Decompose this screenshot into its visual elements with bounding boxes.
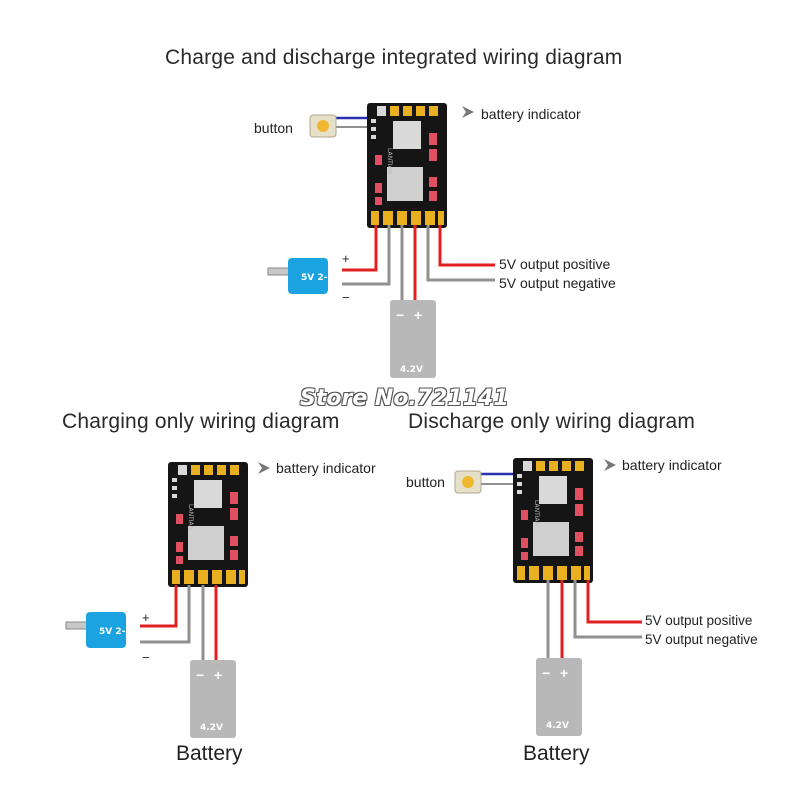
battery-indicator-label: battery indicator [276, 460, 376, 476]
button-label: button [406, 474, 445, 490]
adapter-plus: + [342, 251, 350, 266]
board-module [513, 458, 593, 583]
adapter-rating: 5V 2-3A [99, 627, 139, 637]
output-positive-label: 5V output positive [499, 256, 611, 272]
output-negative-label: 5V output negative [499, 275, 616, 291]
charging-only-title: Charging only wiring diagram [62, 410, 340, 433]
battery-voltage: 4.2V [546, 721, 569, 731]
battery-minus: − [196, 667, 204, 683]
button-icon [309, 114, 337, 138]
battery-label: Battery [176, 742, 243, 765]
battery-minus: − [542, 665, 550, 681]
adapter-minus: − [342, 290, 350, 305]
store-watermark: Store No.721141 [300, 386, 509, 411]
board-module [367, 103, 447, 228]
battery-minus: − [396, 307, 404, 323]
battery-plus: + [414, 307, 422, 323]
battery-voltage: 4.2V [400, 365, 423, 375]
board-brand: LANTIAN [533, 500, 540, 526]
button-icon [454, 470, 482, 494]
battery-voltage: 4.2V [200, 723, 223, 733]
arrow-icon [462, 106, 474, 118]
battery-label: Battery [523, 742, 590, 765]
arrow-icon [258, 462, 270, 474]
integrated-title: Charge and discharge integrated wiring d… [165, 46, 623, 69]
board-brand: LANTIAN [386, 148, 393, 174]
board-module [168, 462, 248, 587]
battery-plus: + [214, 667, 222, 683]
discharge-only-diagram [454, 458, 642, 736]
adapter-rating: 5V 2-3A [301, 273, 341, 283]
adapter-minus: − [142, 650, 150, 665]
button-label: button [254, 120, 293, 136]
battery-indicator-label: battery indicator [481, 106, 581, 122]
battery-indicator-label: battery indicator [622, 457, 722, 473]
discharge-only-title: Discharge only wiring diagram [408, 410, 696, 433]
integrated-diagram [267, 103, 495, 378]
adapter-plus: + [142, 610, 150, 625]
charging-only-diagram [65, 462, 270, 738]
output-negative-label: 5V output negative [645, 632, 758, 647]
battery-plus: + [560, 665, 568, 681]
arrow-icon [604, 459, 616, 471]
output-positive-label: 5V output positive [645, 613, 753, 628]
board-brand: LANTIAN [187, 504, 194, 530]
